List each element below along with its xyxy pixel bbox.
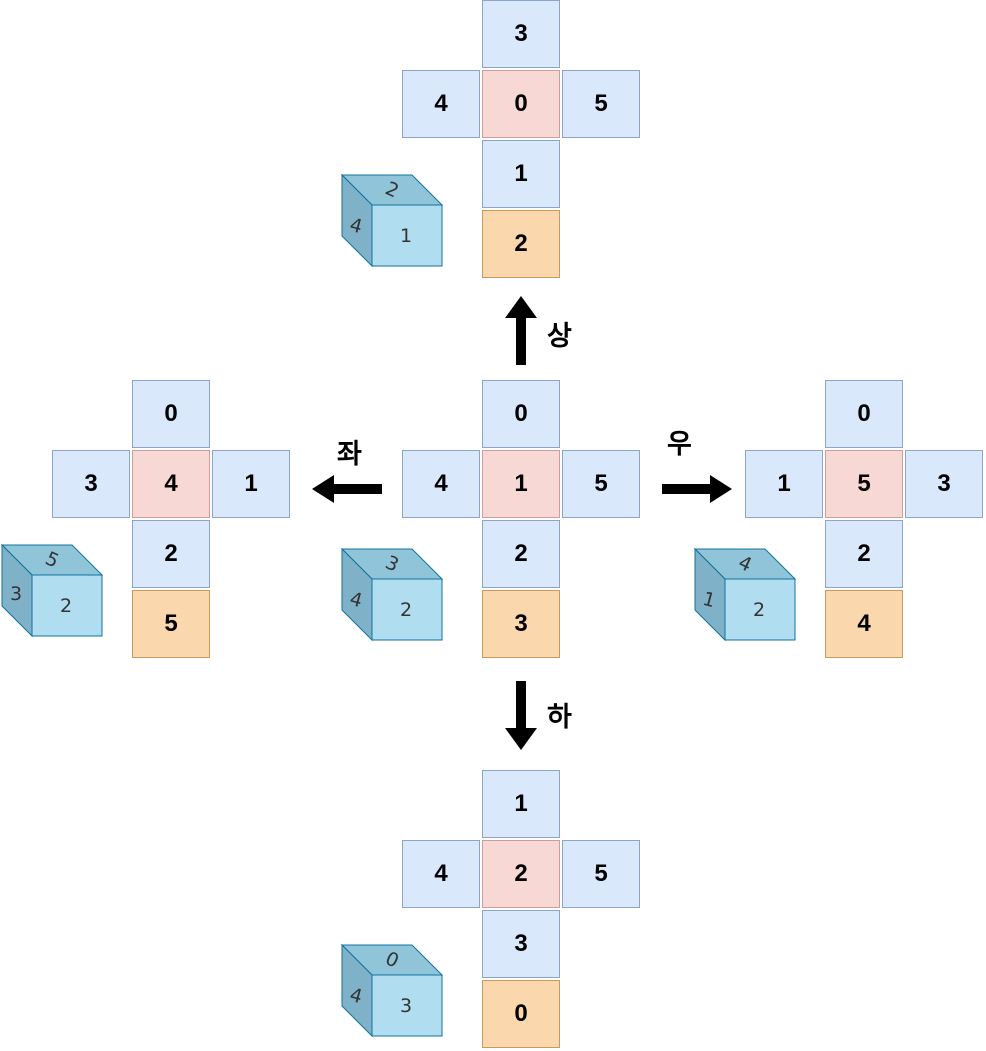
cube-side-label: 3	[10, 583, 22, 605]
net-middle-face-left: 4	[402, 450, 480, 518]
net-left-face-top: 0	[132, 380, 210, 448]
direction-label-up: 상	[547, 321, 572, 352]
net-middle-face-below: 2	[482, 520, 560, 588]
net-bottom-face-right: 5	[562, 840, 640, 908]
net-right-face-below: 2	[825, 520, 903, 588]
net-bottom-face-center: 2	[482, 840, 560, 908]
net-right-face-bottom: 4	[825, 590, 903, 658]
cube-top: 2 4 1	[340, 173, 444, 268]
arrow-left-icon	[312, 475, 382, 503]
cube-front-face	[371, 578, 443, 641]
net-top-face-bottom: 2	[482, 210, 560, 278]
cube-front-face	[31, 574, 103, 637]
net-right-face-left: 1	[745, 450, 823, 518]
cube-front-label: 2	[400, 599, 412, 621]
net-left-face-bottom: 5	[132, 590, 210, 658]
net-top-face-right: 5	[562, 70, 640, 138]
arrow-down-icon	[505, 681, 537, 750]
net-middle-face-right: 5	[562, 450, 640, 518]
direction-label-right: 우	[667, 429, 692, 460]
cube-front-face	[371, 204, 443, 267]
net-left-face-right: 1	[212, 450, 290, 518]
cube-left: 5 3 2	[0, 543, 104, 638]
cube-front-label: 3	[400, 995, 412, 1017]
net-right-face-right: 3	[905, 450, 983, 518]
cube-side-label: 4	[347, 588, 364, 612]
cube-front-label: 2	[60, 595, 72, 617]
net-top-face-center: 0	[482, 70, 560, 138]
net-top-face-left: 4	[402, 70, 480, 138]
direction-label-down: 하	[547, 702, 572, 733]
direction-label-left: 좌	[337, 439, 362, 470]
arrow-up-icon	[505, 296, 537, 365]
cube-front-label: 2	[753, 599, 765, 621]
cube-front-face	[371, 974, 443, 1037]
net-right-face-top: 0	[825, 380, 903, 448]
net-left-face-center: 4	[132, 450, 210, 518]
net-top-face-below: 1	[482, 140, 560, 208]
net-left-face-left: 3	[52, 450, 130, 518]
cube-side-label: 4	[347, 984, 364, 1008]
cube-front-label: 1	[400, 225, 412, 247]
cube-right: 4 1 2	[693, 547, 797, 642]
net-bottom-face-bottom: 0	[482, 980, 560, 1048]
net-middle-face-bottom: 3	[482, 590, 560, 658]
cube-bottom: 0 4 3	[340, 943, 444, 1038]
net-middle-face-top: 0	[482, 380, 560, 448]
net-left-face-below: 2	[132, 520, 210, 588]
net-top-face-top: 3	[482, 0, 560, 68]
cube-side-label: 4	[347, 214, 364, 238]
net-middle-face-center: 1	[482, 450, 560, 518]
arrow-right-icon	[662, 475, 732, 503]
net-bottom-face-top: 1	[482, 770, 560, 838]
cube-front-face	[724, 578, 796, 641]
net-right-face-center: 5	[825, 450, 903, 518]
net-bottom-face-below: 3	[482, 910, 560, 978]
net-bottom-face-left: 4	[402, 840, 480, 908]
cube-side-label: 1	[700, 588, 717, 612]
cube-middle: 3 4 2	[340, 547, 444, 642]
